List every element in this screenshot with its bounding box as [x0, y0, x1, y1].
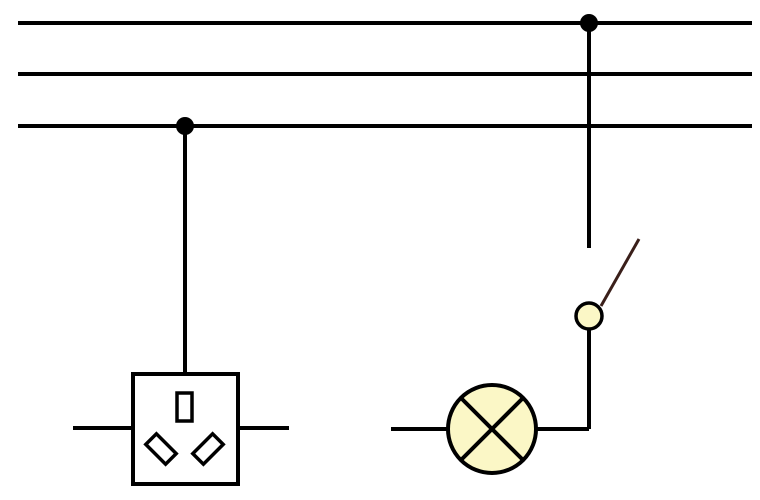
lamp-cross-b — [459, 396, 525, 462]
switch-pivot — [574, 301, 604, 331]
switch-blade — [599, 238, 641, 307]
open-switch-icon — [574, 238, 641, 331]
switch-branch — [391, 23, 591, 431]
socket-earth-pin — [175, 391, 194, 423]
socket-branch — [73, 126, 289, 430]
three-pin-socket-icon — [131, 372, 240, 486]
socket-right-pin — [190, 431, 226, 467]
lamp-icon — [446, 383, 538, 475]
socket-left-pin — [143, 431, 179, 467]
supply-lines — [18, 21, 752, 128]
socket-body — [131, 372, 240, 486]
